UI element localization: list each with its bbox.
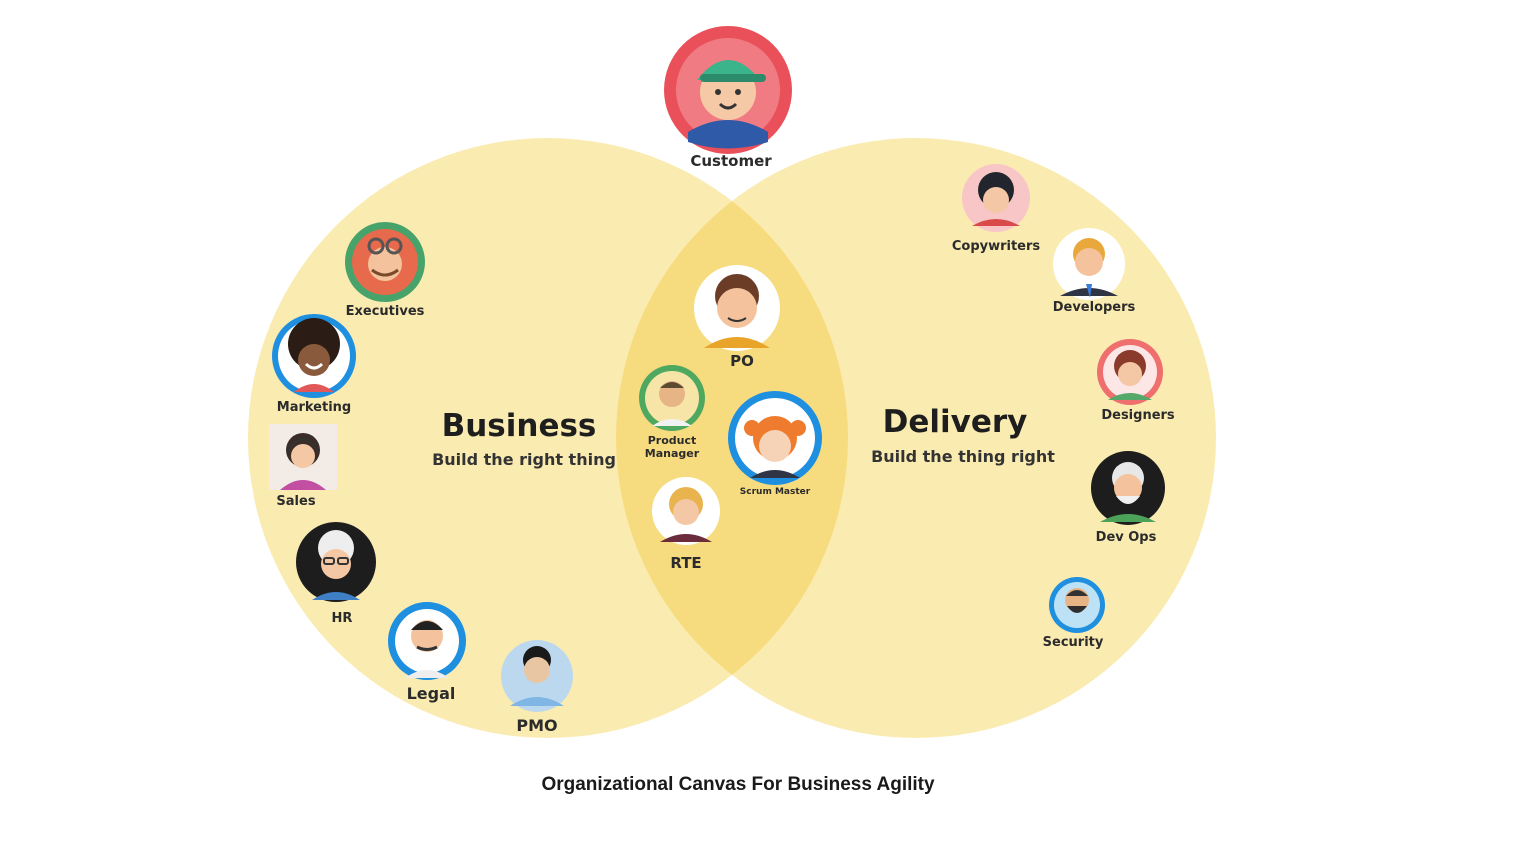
role-label-developers: Developers [1052,300,1136,315]
customer-label: Customer [690,152,772,170]
role-label-pmo: PMO [516,716,558,735]
role-label-hr: HR [331,611,353,626]
role-label-rte: RTE [670,554,702,572]
diagram-caption: Organizational Canvas For Business Agili… [541,774,935,795]
business-title: Business [441,408,597,444]
legal-icon [388,602,466,680]
role-label-legal: Legal [406,684,456,703]
role-label-product-manager: Product Manager [644,434,700,461]
designers-icon [1097,339,1163,405]
role-label-sales: Sales [276,494,316,509]
scrum-master-icon [728,391,822,485]
po-icon [694,265,780,351]
product-manager-icon [639,365,705,431]
pmo-icon [501,640,573,712]
delivery-subtitle: Build the thing right [871,447,1055,466]
copywriters-icon [962,164,1030,232]
role-label-marketing: Marketing [276,400,352,415]
customer-avatar-icon [664,26,792,154]
role-label-executives: Executives [345,304,425,319]
role-label-scrum-master: Scrum Master [739,487,811,497]
marketing-icon [272,314,356,398]
sales-icon [269,424,337,490]
hr-icon [296,522,376,602]
delivery-title: Delivery [882,404,1028,440]
rte-icon [652,477,720,545]
security-icon [1049,577,1105,633]
role-label-po: PO [730,352,754,370]
business-subtitle: Build the right thing [432,450,616,469]
role-label-security: Security [1042,635,1104,650]
developers-icon [1053,228,1125,300]
dev-ops-icon [1091,451,1165,525]
executives-icon [345,222,425,302]
role-label-designers: Designers [1101,408,1175,423]
role-label-copywriters: Copywriters [951,239,1041,254]
role-label-dev-ops: Dev Ops [1095,530,1157,545]
